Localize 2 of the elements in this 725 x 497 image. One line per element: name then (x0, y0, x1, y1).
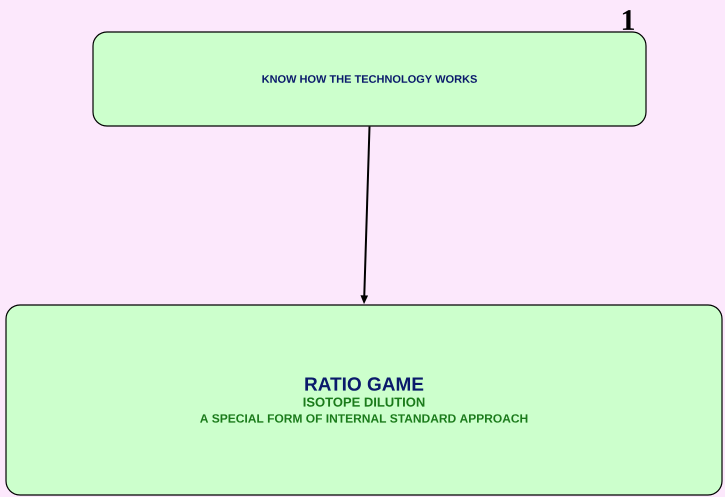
rounded-box: KNOW HOW THE TECHNOLOGY WORKS (92, 31, 647, 127)
rounded-box: RATIO GAME ISOTOPE DILUTION A SPECIAL FORM OF INTERNAL STANDARD APPROACH (5, 304, 723, 496)
